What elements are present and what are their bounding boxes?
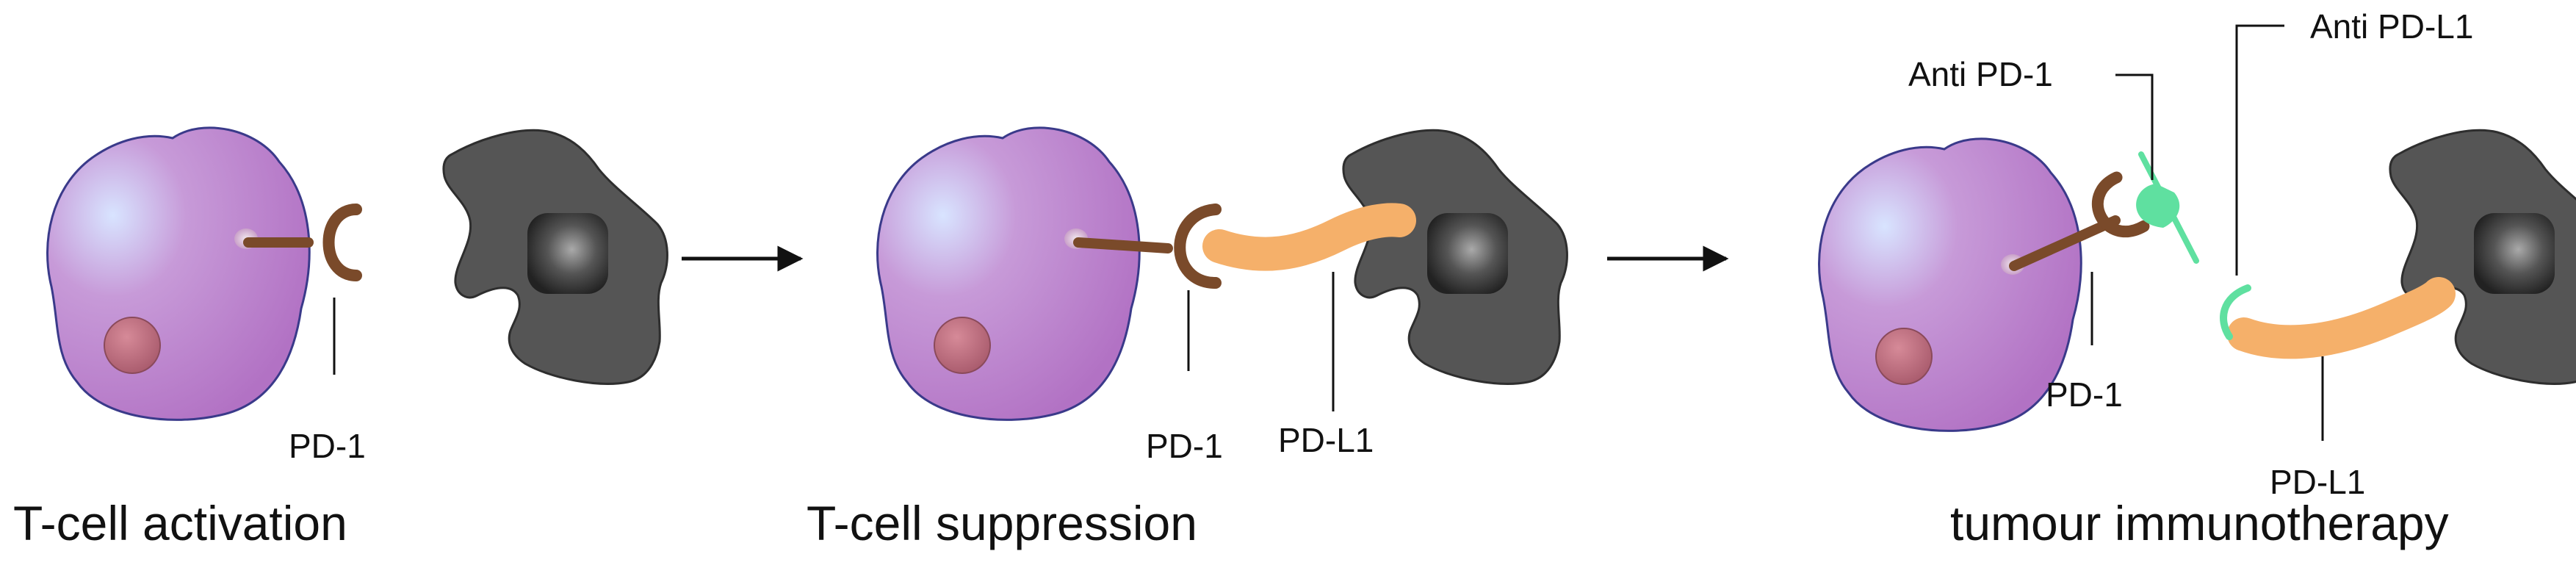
- anti-pdl1-label: Anti PD-L1: [2310, 7, 2473, 46]
- pd1-label: PD-1: [1146, 427, 1223, 465]
- anti-pd1-label: Anti PD-1: [1908, 55, 2053, 93]
- caption-suppression: T-cell suppression: [807, 496, 1197, 550]
- pd1-receptor-stem: [1073, 237, 1173, 253]
- pd1-receptor-stem: [2009, 215, 2121, 271]
- pdl1-label: PD-L1: [1278, 421, 1374, 459]
- anti-pdl1-antibody: [2220, 284, 2251, 340]
- anti-pd1-antibody-cap: [2136, 184, 2180, 228]
- panel-immunotherapy: Anti PD-1 PD-1 Anti PD-L1 PD-L1 tumour i…: [1818, 7, 2576, 550]
- pd1-label: PD-1: [2046, 375, 2123, 414]
- anti-pdl1-leader-line: [2235, 24, 2284, 276]
- tumour-cell: [2389, 129, 2576, 385]
- caption-immunotherapy: tumour immunotherapy: [1950, 496, 2449, 550]
- anti-pd1-leader-line: [2115, 73, 2154, 180]
- pdl1-ligand: [2227, 277, 2456, 359]
- caption-activation: T-cell activation: [13, 496, 347, 550]
- pdl1-ligand: [1202, 203, 1416, 271]
- panel-activation: PD-1 T-cell activation: [13, 126, 668, 550]
- pdl1-label: PD-L1: [2270, 463, 2365, 501]
- pd1-receptor-head: [322, 204, 362, 281]
- t-cell: [876, 126, 1141, 421]
- pd1-label: PD-1: [289, 427, 366, 465]
- panel-suppression: PD-1 PD-L1 T-cell suppression: [807, 126, 1568, 550]
- pd1-receptor-head: [1174, 204, 1222, 289]
- pd1-receptor-head: [2091, 171, 2150, 237]
- t-cell: [46, 126, 311, 421]
- t-cell: [1818, 137, 2082, 432]
- tumour-cell: [1342, 129, 1568, 385]
- tumour-cell: [442, 129, 668, 385]
